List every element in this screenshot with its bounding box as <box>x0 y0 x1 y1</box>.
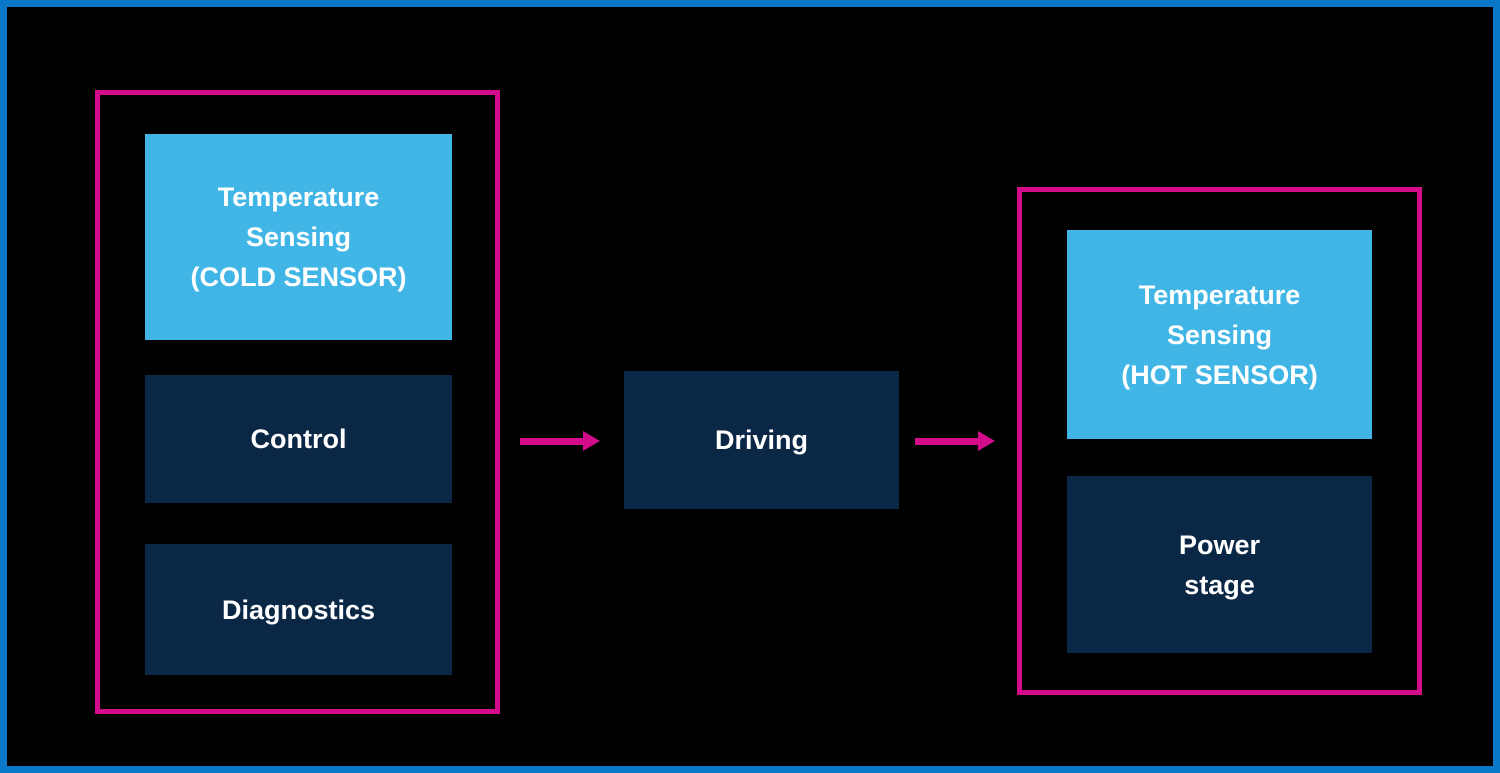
control-box: Control <box>145 375 452 503</box>
power-stage-box: Power stage <box>1067 476 1372 653</box>
hot-side-group: Temperature Sensing (HOT SENSOR) Power s… <box>1017 187 1422 695</box>
arrow-cold-to-driving <box>520 431 600 451</box>
arrow-head-icon <box>978 431 995 451</box>
driving-box: Driving <box>624 371 899 509</box>
temperature-sensing-hot-box: Temperature Sensing (HOT SENSOR) <box>1067 230 1372 439</box>
diagnostics-box: Diagnostics <box>145 544 452 675</box>
arrow-head-icon <box>583 431 600 451</box>
temperature-sensing-cold-box: Temperature Sensing (COLD SENSOR) <box>145 134 452 340</box>
arrow-driving-to-hot <box>915 431 995 451</box>
cold-side-group: Temperature Sensing (COLD SENSOR) Contro… <box>95 90 500 714</box>
arrow-shaft <box>520 437 583 445</box>
arrow-shaft <box>915 437 978 445</box>
